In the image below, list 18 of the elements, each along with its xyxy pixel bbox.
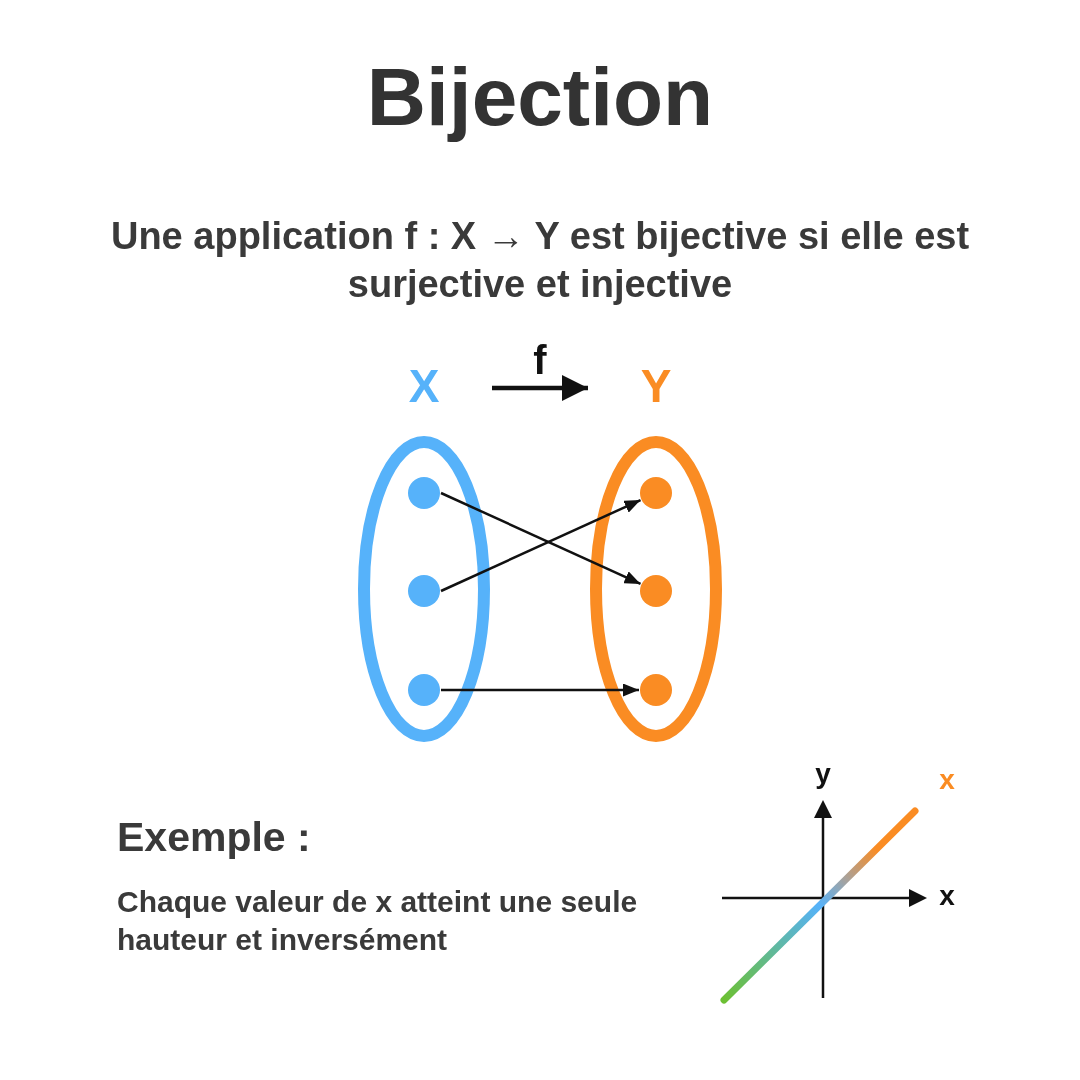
title: Bijection	[366, 50, 714, 144]
element-dot	[408, 575, 440, 607]
line-label: x	[939, 764, 955, 796]
element-dot	[640, 575, 672, 607]
axis-label: y	[815, 758, 831, 790]
set-label: Y	[640, 360, 672, 412]
element-dot	[640, 674, 672, 706]
element-dot	[408, 477, 440, 509]
set-label: X	[408, 360, 440, 412]
example-heading: Exemple :	[117, 814, 311, 860]
element-dot	[640, 477, 672, 509]
example-text: Chaque valeur de x atteint une seule hauteur et inversément	[117, 884, 639, 958]
definition-text: Une application f : X → Y est bijective si elle est surjective et injective	[109, 214, 971, 307]
arrow	[441, 683, 639, 697]
arrow	[492, 375, 588, 401]
edge-label: f	[533, 340, 547, 380]
axis-label: x	[939, 880, 955, 912]
element-dot	[408, 674, 440, 706]
